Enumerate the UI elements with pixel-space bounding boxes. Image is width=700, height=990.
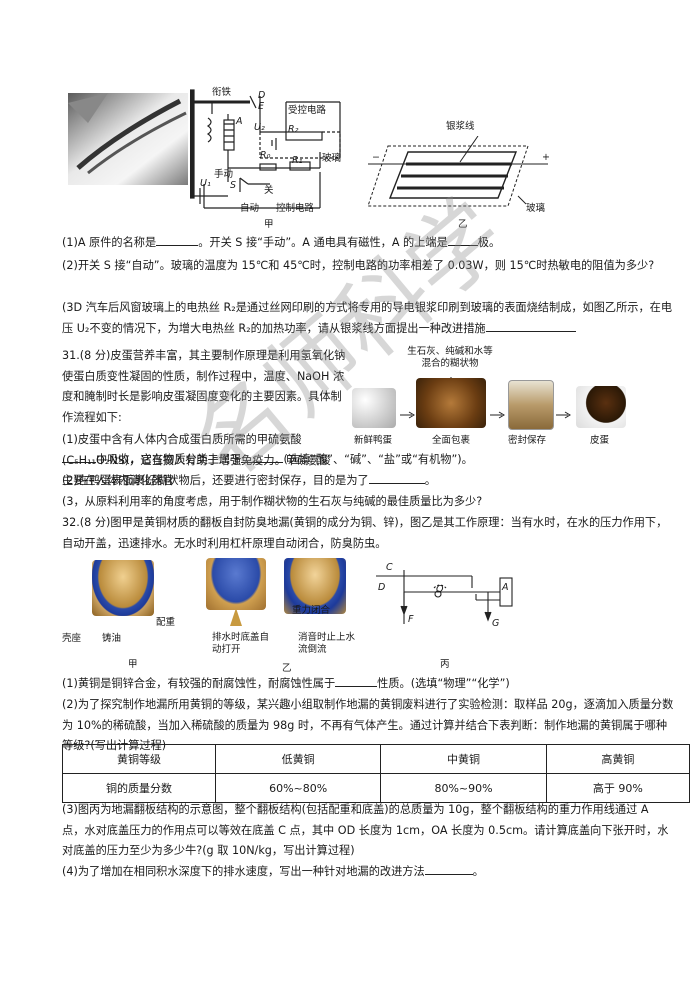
q32-part4: (4)为了增加在相同积水深度下的排水速度，写出一种针对地漏的改进方法。 <box>62 863 484 878</box>
label-manual: 手动 <box>214 169 234 180</box>
label-xiaoshui: 消音时止上水流倒流 <box>298 632 356 655</box>
floor-drain-photo-jia <box>92 560 154 616</box>
label-auto: 自动 <box>240 203 260 214</box>
q31-intro: 31.(8 分)皮蛋营养丰富，其主要制作原理是利用氢氧化钠使蛋白质变性凝固的性质… <box>62 349 346 424</box>
q31-part3: (3，从原料利用率的角度考虑，用于制作糊状物的生石灰与纯碱的最佳质量比为多少? <box>62 495 483 508</box>
photo-wrapped-eggs <box>416 378 486 428</box>
label-A: A <box>502 582 509 593</box>
label-E: E <box>258 101 265 112</box>
answer-blank[interactable] <box>368 472 425 484</box>
answer-blank[interactable] <box>447 234 478 246</box>
label-zhonglibihe: 重力闭合 <box>292 605 331 616</box>
control-circuit-diagram <box>189 88 360 228</box>
table-header: 中黄铜 <box>380 744 547 774</box>
flow-step-4: 皮蛋 <box>590 435 610 446</box>
label-plus: + <box>542 152 550 163</box>
caption-fig3-yi: 乙 <box>282 663 292 674</box>
table-row: 黄铜等级 低黄铜 中黄铜 高黄铜 <box>62 744 691 774</box>
lever-diagram <box>376 562 536 658</box>
answer-blank[interactable] <box>485 320 576 332</box>
label-minus: − <box>372 152 380 163</box>
label-kecheng: 壳座 <box>62 633 82 644</box>
flow-arrow <box>400 404 416 423</box>
answer-blank[interactable] <box>241 451 284 463</box>
silver-paste-glass-diagram <box>367 135 548 212</box>
label-silver-line: 银浆线 <box>446 121 475 132</box>
caption-fig3-bing: 丙 <box>440 659 450 670</box>
table-header: 黄铜等级 <box>62 744 216 774</box>
q31-part1: (1)皮蛋中含有人体内合成蛋白质所需的甲硫氨酸(C₅H₁₁O₂NS)，适当摄入有… <box>62 433 331 487</box>
label-C: C <box>386 562 393 573</box>
q32-intro: 32.(8 分)图甲是黄铜材质的翻板自封防臭地漏(黄铜的成分为铜、锌)，图乙是其… <box>62 516 668 550</box>
q31-part2: (2)在鸭蛋表面裹好糊状物后，还要进行密封保存，目的是为了。 <box>62 472 436 487</box>
floor-drain-photo-yi-2 <box>284 558 346 614</box>
caption-fig1-jia: 甲 <box>264 219 274 230</box>
table-cell: 80%~90% <box>380 773 547 803</box>
label-U1: U₁ <box>200 178 211 189</box>
label-A: A <box>236 116 243 127</box>
table-row: 铜的质量分数 60%~80% 80%~90% 高于 90% <box>62 773 691 803</box>
caption-fig3-jia: 甲 <box>128 659 138 670</box>
q32-part1: (1)黄铜是铜锌合金，有较强的耐腐蚀性，耐腐蚀性属于性质。(选填“物理”“化学”… <box>62 675 510 690</box>
q30-part1: (1)A 原件的名称是。开关 S 接“手动”。A 通电具有磁性，A 的上端是极。 <box>62 234 501 249</box>
label-paishui: 排水时底盖自动打开 <box>212 632 270 655</box>
label-U2: U₂ <box>254 122 265 133</box>
label-armature: 衔铁 <box>212 87 232 98</box>
label-G: G <box>492 618 500 629</box>
drain-open-cover <box>226 608 246 632</box>
label-off: 关 <box>264 185 274 196</box>
label-F: F <box>408 614 414 625</box>
photo-sealed-jar <box>508 380 554 430</box>
label-controlled-circuit: 受控电路 <box>288 105 327 116</box>
q32-part3: (3)图丙为地漏翻板结构的示意图，整个翻板结构(包括配重和底盖)的总质量为 10… <box>62 803 669 857</box>
q31-part1-cont: 中吸收，它在物质分类上属于(选填“酸”、“碱”、“盐”或“有机物”)。 <box>62 450 674 471</box>
label-R0: R₀ <box>260 150 271 161</box>
table-header: 低黄铜 <box>214 744 382 774</box>
caption-fig1-yi: 乙 <box>458 219 468 230</box>
label-O: O <box>436 584 444 595</box>
label-peizhong: 配重 <box>156 617 176 628</box>
answer-blank[interactable] <box>62 451 96 463</box>
label-zhuyou: 铸油 <box>102 633 122 644</box>
brass-grade-table: 黄铜等级 低黄铜 中黄铜 高黄铜 铜的质量分数 60%~80% 80%~90% … <box>62 744 691 803</box>
table-cell: 60%~80% <box>214 773 382 803</box>
flow-step-1: 新鲜鸭蛋 <box>354 435 393 446</box>
q30-part3: (3D 汽车后风窗玻璃上的电热丝 R₂是通过丝网印刷的方式将专用的导电银浆印刷到… <box>62 301 673 335</box>
label-control-circuit: 控制电路 <box>276 203 315 214</box>
label-R2: R₂ <box>288 124 299 135</box>
q30-part2: (2)开关 S 接“自动”。玻璃的温度为 15℃和 45℃时，控制电路的功率相差… <box>62 259 655 272</box>
photo-century-eggs <box>576 386 626 428</box>
label-glass: 玻璃 <box>322 153 342 164</box>
flow-arrow <box>490 404 506 423</box>
label-S: S <box>230 180 237 191</box>
table-cell: 铜的质量分数 <box>62 773 216 803</box>
flow-step-2: 全面包裹 <box>432 435 471 446</box>
table-header: 高黄铜 <box>545 744 691 774</box>
label-D: D <box>258 90 266 101</box>
photo-fresh-eggs <box>352 388 396 428</box>
label-D: D <box>378 582 386 593</box>
label-R1: R₁ <box>292 155 303 166</box>
car-window-photo <box>68 93 188 185</box>
answer-blank[interactable] <box>424 863 473 875</box>
floor-drain-photo-yi-1 <box>206 558 266 610</box>
flow-arrow <box>556 404 572 423</box>
flow-top-label: 生石灰、纯碱和水等混合的糊状物 <box>407 346 493 369</box>
table-cell: 高于 90% <box>545 773 691 803</box>
label-glass-2: 玻璃 <box>526 203 546 214</box>
answer-blank[interactable] <box>335 675 378 687</box>
answer-blank[interactable] <box>156 234 199 246</box>
flow-step-3: 密封保存 <box>508 435 547 446</box>
